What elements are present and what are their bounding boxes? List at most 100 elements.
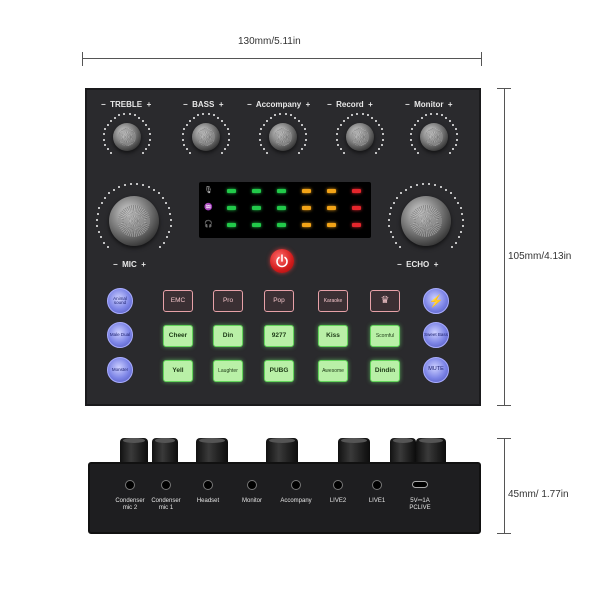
knob-scale-dot	[262, 123, 265, 126]
pad-laughter[interactable]: Laughter	[213, 360, 243, 382]
knob-scale-dot	[346, 116, 349, 119]
audio-jack-port[interactable]	[291, 480, 301, 490]
pad-9277[interactable]: 9277	[264, 325, 294, 347]
knob-scale-dot	[259, 138, 262, 141]
pad-pop[interactable]: Pop	[264, 290, 294, 312]
accompany-knob[interactable]	[258, 112, 308, 162]
pad-awesome[interactable]: Awesome	[318, 360, 348, 382]
audio-jack-port[interactable]	[161, 480, 171, 490]
pad-din[interactable]: Din	[213, 325, 243, 347]
knob-scale-dot	[224, 148, 227, 151]
knob-scale-dot	[152, 188, 155, 191]
knob-scale-dot	[108, 192, 111, 195]
width-tick-right	[481, 52, 482, 66]
meter-led	[277, 206, 286, 210]
record-knob[interactable]	[335, 112, 385, 162]
audio-jack-port[interactable]	[247, 480, 257, 490]
knob-scale-dot	[301, 148, 304, 151]
audio-jack-port[interactable]	[372, 480, 382, 490]
power-button[interactable]	[270, 249, 294, 273]
monster-button[interactable]: Monster	[107, 357, 133, 383]
knob-scale-dot	[265, 152, 268, 155]
male-dual-button[interactable]: Male Dual	[107, 322, 133, 348]
knob-scale-dot	[109, 119, 112, 122]
knob-scale-dot	[100, 201, 103, 204]
meter-led	[302, 189, 311, 193]
knob-scale-dot	[113, 188, 116, 191]
knob-scale-dot	[289, 114, 292, 117]
knob-scale-dot	[142, 119, 145, 122]
knob-scale-dot	[342, 119, 345, 122]
knob-scale-dot	[227, 133, 230, 136]
knob-scale-dot	[388, 213, 391, 216]
sweet-bass-button[interactable]: Sweet Bass	[423, 322, 449, 348]
meter-led	[277, 189, 286, 193]
knob-scale-dot	[371, 116, 374, 119]
width-dimension-label: 130mm/5.11in	[238, 36, 301, 47]
knob-scale-dot	[378, 148, 381, 151]
pad-scornful[interactable]: Scornful	[370, 325, 400, 347]
knob-scale-dot	[304, 133, 307, 136]
mute-button[interactable]: MUTE	[423, 357, 449, 383]
knob-scale-dot	[413, 123, 416, 126]
knob-scale-dot	[148, 138, 151, 141]
pad-dindin[interactable]: Dindin	[370, 360, 400, 382]
knob-scale-dot	[167, 207, 170, 210]
pad-emc[interactable]: EMC	[163, 290, 193, 312]
knob-scale-dot	[298, 152, 301, 155]
electric-sound-button[interactable]: ⚡	[423, 288, 449, 314]
knob-scale-dot	[99, 236, 102, 239]
knob-scale-dot	[109, 152, 112, 155]
knob-scale-dot	[336, 138, 339, 141]
knob-scale-dot	[411, 128, 414, 131]
knob-scale-dot	[147, 143, 150, 146]
knob-scale-dot	[260, 143, 263, 146]
knob-scale-dot	[183, 143, 186, 146]
knob-scale-dot	[304, 138, 307, 141]
pad-karaoke[interactable]: Karaoke	[318, 290, 348, 312]
meter-led	[277, 223, 286, 227]
audio-jack-port[interactable]	[333, 480, 343, 490]
pad-effect-5[interactable]: ♛	[370, 290, 400, 312]
audio-jack-port[interactable]	[125, 480, 135, 490]
pad-cheer[interactable]: Cheer	[163, 325, 193, 347]
knob-scale-dot	[451, 246, 454, 249]
knob-scale-dot	[410, 133, 413, 136]
height-dimension-label: 105mm/4.13in	[508, 251, 572, 262]
audio-jack-port[interactable]	[203, 480, 213, 490]
pad-kiss[interactable]: Kiss	[318, 325, 348, 347]
monitor-knob[interactable]	[409, 112, 459, 162]
treble-knob[interactable]	[102, 112, 152, 162]
knob-scale-dot	[428, 183, 430, 186]
meter-led	[227, 206, 236, 210]
record-label: − Record +	[327, 100, 373, 109]
usb-c-port[interactable]	[412, 481, 428, 488]
knob-scale-dot	[425, 114, 428, 117]
pad-yell[interactable]: Yell	[163, 360, 193, 382]
width-tick-left	[82, 52, 83, 66]
pad-pro[interactable]: Pro	[213, 290, 243, 312]
knob-scale-dot	[217, 116, 220, 119]
animal-sound-button[interactable]: Animal sound	[107, 288, 133, 314]
knob-scale-dot	[461, 218, 464, 221]
knob-scale-dot	[169, 218, 172, 221]
knob-scale-dot	[416, 152, 419, 155]
echo-knob[interactable]	[387, 182, 465, 260]
knob-scale-dot	[303, 143, 306, 146]
knob-scale-dot	[455, 138, 458, 141]
meter-led	[302, 223, 311, 227]
bass-knob[interactable]	[181, 112, 231, 162]
knob-scale-dot	[182, 138, 185, 141]
knob-scale-dot	[147, 128, 150, 131]
knob-scale-dot	[390, 207, 393, 210]
knob-scale-dot	[339, 148, 342, 151]
knob-scale-dot	[336, 133, 339, 136]
knob-scale-dot	[166, 236, 169, 239]
knob-scale-dot	[392, 201, 395, 204]
mic-knob[interactable]	[95, 182, 173, 260]
knob-scale-dot	[339, 123, 342, 126]
pad-pubg[interactable]: PUBG	[264, 360, 294, 382]
meter-led	[252, 189, 261, 193]
knob-scale-dot	[259, 133, 262, 136]
knob-scale-dot	[185, 123, 188, 126]
